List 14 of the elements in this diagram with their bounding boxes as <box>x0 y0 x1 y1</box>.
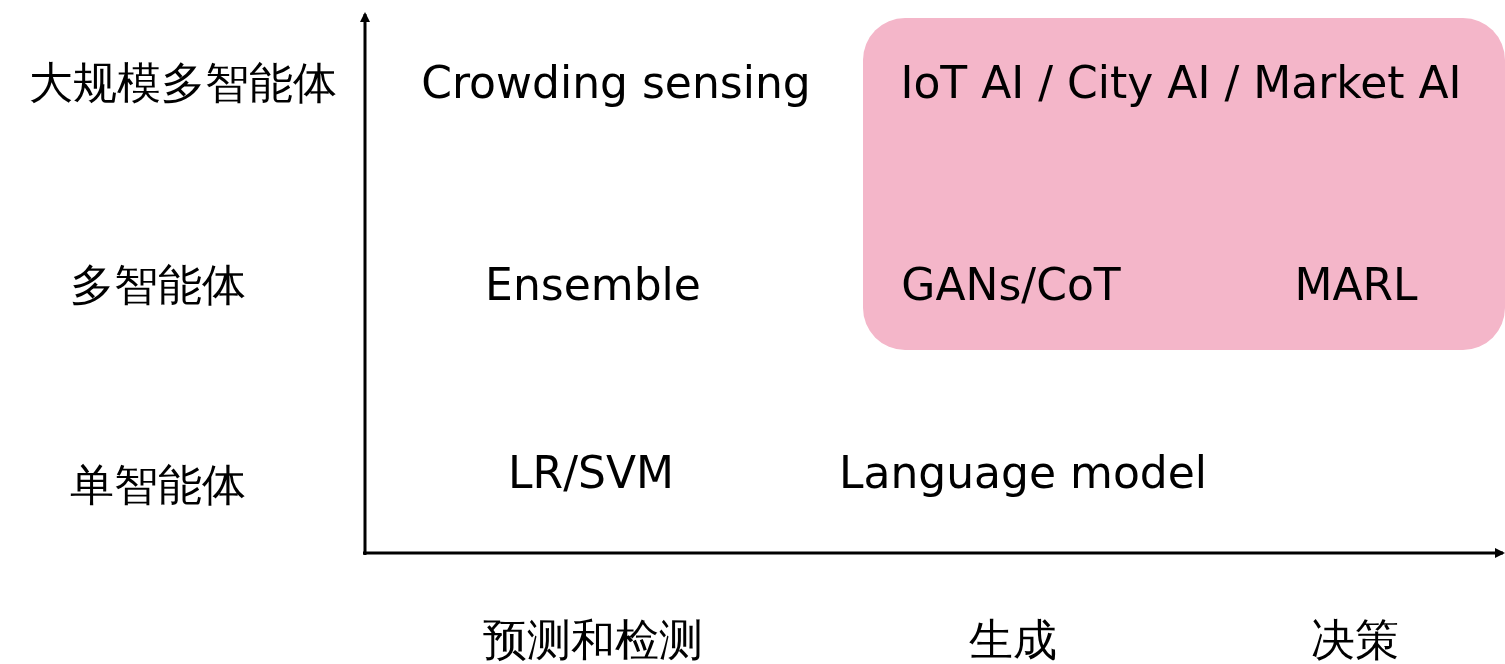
cell-text: IoT AI / City AI / Market AI <box>900 58 1462 108</box>
column-label: 决策 <box>1311 615 1399 664</box>
cell-text: GANs/CoT <box>901 260 1121 310</box>
column-label: 生成 <box>969 615 1057 664</box>
row-label: 大规模多智能体 <box>29 58 337 108</box>
cell-text: Crowding sensing <box>421 58 811 108</box>
cell-text: MARL <box>1294 260 1418 310</box>
row-label: 多智能体 <box>70 260 246 310</box>
highlight-region <box>863 18 1505 350</box>
cell-text: Language model <box>838 448 1208 498</box>
cell-text: Ensemble <box>485 260 701 310</box>
row-label: 单智能体 <box>70 460 246 510</box>
cell-text: LR/SVM <box>508 448 674 498</box>
column-label: 预测和检测 <box>483 615 703 664</box>
